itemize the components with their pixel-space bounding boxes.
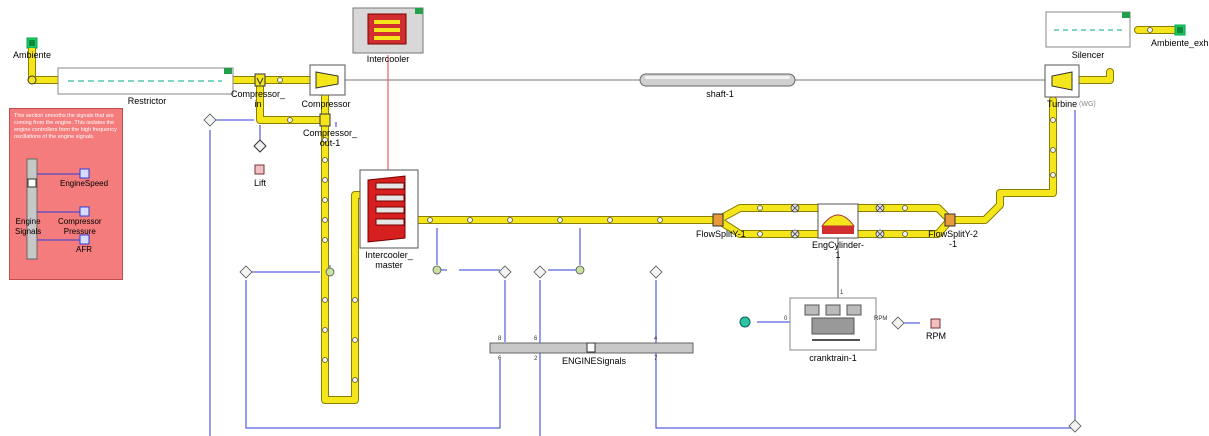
rpm-port-label: RPM — [874, 316, 887, 322]
crank-output-icon[interactable] — [740, 317, 750, 327]
intercooler-master-label: Intercooler_ master — [365, 250, 413, 270]
engine-signals-note: This section smooths the signals that ar… — [9, 108, 123, 280]
port-number: 7 — [654, 356, 657, 362]
lift-label: Lift — [254, 178, 266, 188]
port-number: 8 — [498, 336, 501, 342]
engine-signals-bar-label: ENGINESignals — [562, 356, 626, 366]
compressor-out-node[interactable] — [320, 114, 330, 126]
restrictor-icon[interactable] — [58, 68, 233, 94]
silencer-icon[interactable] — [1046, 12, 1130, 47]
rpm-label: RPM — [926, 331, 946, 341]
note-diagram — [10, 109, 122, 279]
flowsplit-1-icon[interactable] — [713, 214, 723, 226]
turbine-wg-label: (WG) — [1079, 100, 1096, 110]
port-number: 4 — [654, 336, 657, 342]
engcylinder-label: EngCylinder- 1 — [812, 240, 864, 260]
intercooler-top-label: Intercooler — [367, 54, 410, 64]
rpm-sensor-icon[interactable] — [931, 319, 940, 328]
silencer-label: Silencer — [1072, 50, 1105, 60]
cranktrain-icon[interactable] — [790, 298, 876, 350]
ambiente-exh-label: Ambiente_exh — [1151, 38, 1209, 48]
restrictor-label: Restrictor — [128, 96, 167, 106]
shaft-icon[interactable] — [640, 74, 795, 86]
port-number: 2 — [534, 356, 537, 362]
port-number: 6 — [534, 336, 537, 342]
ambiente-label: Ambiente — [13, 50, 51, 60]
engine-signals-bar[interactable] — [490, 343, 693, 353]
cranktrain-label: cranktrain-1 — [809, 353, 857, 363]
afr-label: AFR — [76, 245, 92, 255]
lift-sensor-icon[interactable] — [254, 140, 266, 174]
port-number: 1 — [840, 290, 843, 296]
flowsplit-1-label: FlowSplitY-1 — [696, 229, 746, 239]
ambiente-exh-icon[interactable] — [1175, 25, 1185, 35]
intercooler-top-icon[interactable] — [353, 8, 423, 53]
shaft-label: shaft-1 — [706, 89, 734, 99]
engine-signals-label: Engine Signals — [15, 217, 41, 237]
signal-lines — [210, 110, 1075, 436]
compressor-in-label: Compressor_ in — [231, 89, 285, 109]
engine-cylinder-icon[interactable] — [818, 204, 858, 238]
compressor-label: Compressor — [301, 99, 350, 109]
compressor-in-node[interactable] — [255, 74, 265, 86]
turbine-label: Turbine — [1047, 99, 1077, 109]
turbine-icon[interactable] — [1045, 65, 1079, 97]
engine-speed-label: EngineSpeed — [60, 179, 108, 189]
port-number: 6 — [498, 356, 501, 362]
intercooler-master-icon[interactable] — [360, 170, 418, 248]
flowsplit-2-icon[interactable] — [945, 214, 955, 226]
flowsplit-2-label: FlowSplitY-2 -1 — [928, 229, 978, 249]
port-number: 0 — [784, 316, 787, 322]
compressor-out-label: Compressor_ out-1 — [303, 128, 357, 148]
diamond-nodes[interactable] — [204, 114, 1081, 432]
compressor-pressure-label: Compressor Pressure — [58, 217, 102, 237]
compressor-icon[interactable] — [310, 65, 345, 95]
